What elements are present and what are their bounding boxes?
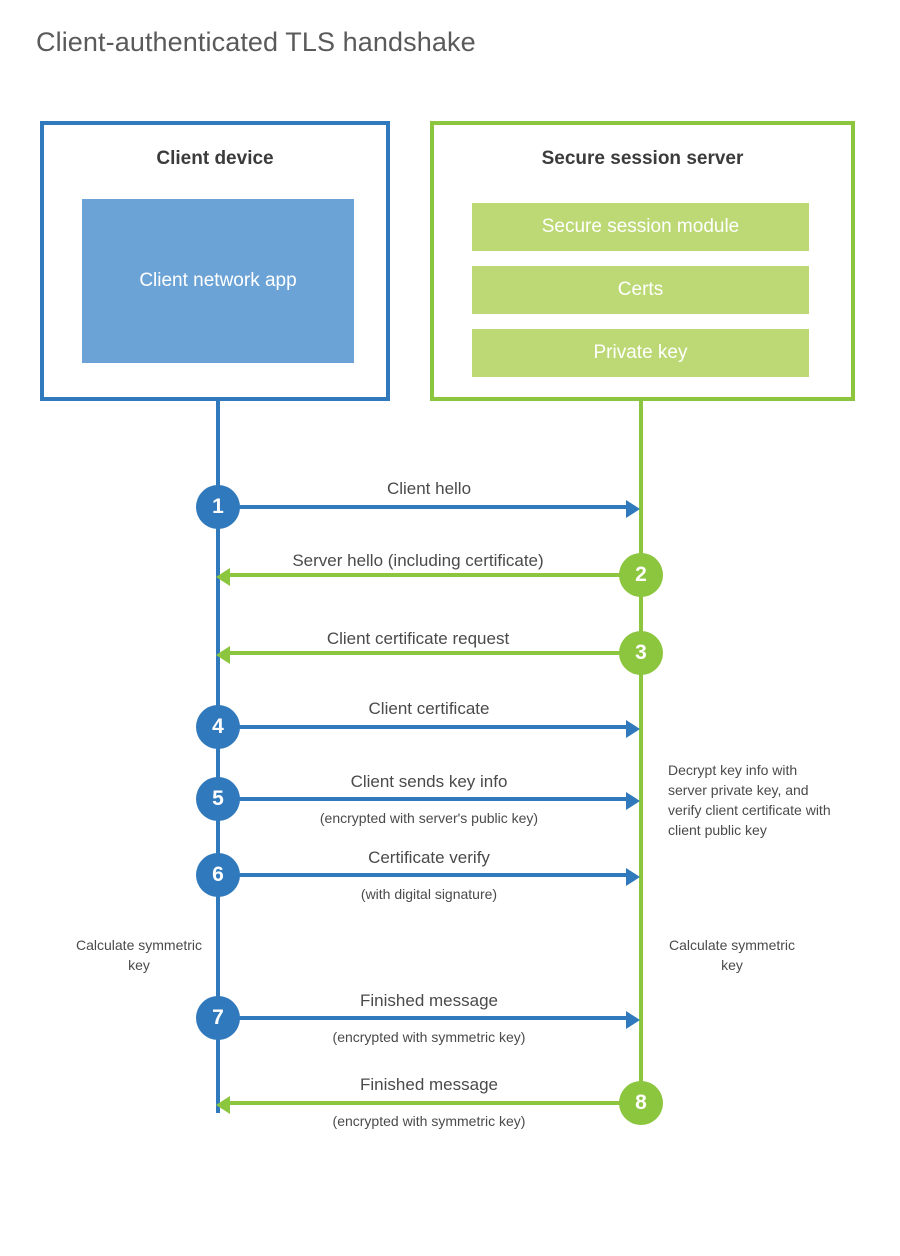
step-5-label: Client sends key info <box>350 772 508 791</box>
server-component-private-key: Private key <box>472 329 809 377</box>
client-device-box: Client device Client network app <box>40 121 390 401</box>
server-lifeline <box>639 401 643 1105</box>
step-8-arrow-line <box>230 1101 641 1105</box>
client-calculate-symmetric-key-note: Calculate symmetric key <box>75 937 203 973</box>
step-1-label: Client hello <box>386 479 472 498</box>
step-5-badge: 5 <box>196 777 240 821</box>
step-3-label: Client certificate request <box>326 629 510 648</box>
step-4-label: Client certificate <box>368 699 490 718</box>
step-7-sublabel: (encrypted with symmetric key) <box>332 1029 526 1045</box>
step-2-arrow-line <box>230 573 641 577</box>
client-lifeline <box>216 401 220 1113</box>
client-network-app-block: Client network app <box>82 199 354 363</box>
server-calculate-symmetric-key-note: Calculate symmetric key <box>668 937 796 973</box>
step-7-label: Finished message <box>360 991 498 1010</box>
step-5-arrowhead <box>626 792 640 810</box>
step-4-arrowhead <box>626 720 640 738</box>
step-8-label: Finished message <box>360 1075 498 1094</box>
secure-session-server-title: Secure session server <box>541 148 744 169</box>
page-title: Client-authenticated TLS handshake <box>36 27 476 57</box>
step-1-badge: 1 <box>196 485 240 529</box>
step-5-arrow-line <box>218 797 628 801</box>
step-8-sublabel: (encrypted with symmetric key) <box>332 1113 526 1129</box>
step-6-badge: 6 <box>196 853 240 897</box>
step-7-badge: 7 <box>196 996 240 1040</box>
step-7-arrowhead <box>626 1011 640 1029</box>
step-6-sublabel: (with digital signature) <box>360 886 498 902</box>
step-4-badge: 4 <box>196 705 240 749</box>
step-8-arrowhead <box>216 1096 230 1114</box>
step-2-label: Server hello (including certificate) <box>292 551 544 570</box>
step-8-badge: 8 <box>619 1081 663 1125</box>
server-component-secure-session-module: Secure session module <box>472 203 809 251</box>
server-decrypt-note: Decrypt key info with server private key… <box>668 762 831 838</box>
step-2-arrowhead <box>216 568 230 586</box>
step-3-arrowhead <box>216 646 230 664</box>
step-3-badge: 3 <box>619 631 663 675</box>
step-4-arrow-line <box>218 725 628 729</box>
step-2-badge: 2 <box>619 553 663 597</box>
step-6-label: Certificate verify <box>368 848 490 867</box>
step-3-arrow-line <box>230 651 641 655</box>
step-6-arrowhead <box>626 868 640 886</box>
step-5-sublabel: (encrypted with server's public key) <box>319 810 539 826</box>
step-6-arrow-line <box>218 873 628 877</box>
step-7-arrow-line <box>218 1016 628 1020</box>
secure-session-server-box: Secure session server Secure session mod… <box>430 121 855 401</box>
client-device-title: Client device <box>156 148 274 169</box>
server-component-certs: Certs <box>472 266 809 314</box>
step-1-arrowhead <box>626 500 640 518</box>
step-1-arrow-line <box>218 505 628 509</box>
